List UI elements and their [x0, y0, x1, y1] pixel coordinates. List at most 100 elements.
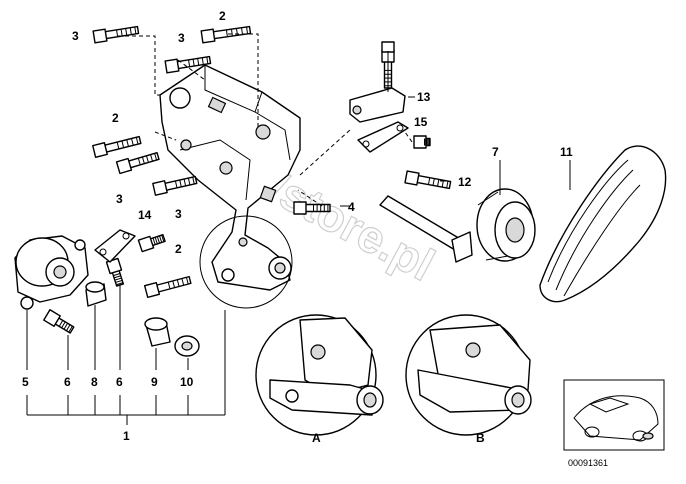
callout-2: 2 [175, 242, 182, 256]
callout-14: 14 [138, 208, 152, 222]
bolt-thread [179, 179, 182, 187]
bolt-head [293, 201, 307, 215]
bolt-thread [152, 237, 156, 245]
bolt-thread [68, 325, 73, 333]
sleeve-part-8 [85, 281, 107, 307]
bolt-thread [176, 279, 180, 287]
bolt-thread [116, 141, 120, 150]
callout-7: 7 [492, 145, 499, 159]
bolt-thread [187, 177, 191, 186]
callout-1: 1 [123, 429, 130, 443]
callout-8: 8 [91, 375, 98, 389]
bolt-head [404, 170, 420, 186]
bolt-thread [241, 27, 244, 35]
bolt-thread [126, 139, 129, 147]
bolt-thread [137, 158, 141, 165]
bolt-head [43, 309, 61, 327]
bolt-thread [206, 56, 209, 64]
bolt-thread [120, 29, 123, 37]
bolt-head [115, 157, 133, 175]
vehicle-thumbnail [563, 379, 665, 451]
idler-pulley-part-7 [379, 188, 536, 263]
bolt-thread [113, 275, 121, 279]
bolt-head [137, 235, 155, 253]
callout-2: 2 [112, 111, 119, 125]
bolt-thread [113, 273, 121, 277]
bolt-thread [246, 26, 249, 34]
bolt-thread [437, 179, 440, 187]
washer-part-10 [174, 335, 200, 357]
bolt-head [92, 142, 108, 158]
callout-3: 3 [72, 29, 79, 43]
bolt-thread [432, 178, 435, 186]
callout-3: 3 [116, 192, 123, 206]
tensioner-part-5 [14, 235, 89, 310]
clamp-part-13 [349, 41, 406, 123]
bolt-thread [185, 277, 189, 285]
callout-13: 13 [417, 90, 431, 104]
bolt-thread [125, 28, 128, 36]
bolt-thread [131, 138, 134, 146]
detail-circle-main [199, 215, 293, 309]
bolt-thread [63, 323, 69, 330]
detail-label-a: A [312, 431, 321, 445]
callout-6: 6 [64, 375, 71, 389]
bolt-thread [145, 155, 149, 163]
detail-label-b: B [476, 431, 485, 445]
callout-15: 15 [414, 115, 428, 129]
callout-6: 6 [116, 375, 123, 389]
bolt-thread [61, 321, 66, 329]
bolt-thread [115, 279, 123, 283]
bolt-thread [201, 57, 204, 65]
bolt-thread [197, 58, 200, 66]
callout-3: 3 [175, 207, 182, 221]
bolt-head [200, 28, 216, 44]
bolt-thread [154, 153, 158, 161]
callout-9: 9 [151, 375, 158, 389]
bolt-thread [183, 178, 187, 187]
bolt-thread [172, 280, 176, 288]
callout-11: 11 [560, 145, 573, 159]
bolt-thread [174, 180, 178, 188]
callout-12: 12 [458, 175, 472, 189]
callout-4: 4 [348, 200, 355, 214]
bolt-thread [181, 278, 185, 286]
bolt-thread [121, 140, 125, 148]
bolt-head [143, 281, 161, 299]
mounting-bracket [159, 64, 301, 291]
callout-5: 5 [22, 375, 29, 389]
bolt-thread [427, 177, 431, 185]
bolt-thread [141, 156, 145, 164]
bolt-head [164, 58, 180, 74]
bolt-thread [192, 59, 195, 67]
bolt-thread [134, 26, 137, 34]
callout-3: 3 [178, 31, 185, 45]
callout-2: 2 [219, 9, 226, 23]
bolt-thread [116, 282, 124, 286]
bolt-thread [230, 29, 233, 37]
bolt-thread [156, 236, 161, 244]
leader-lines [26, 33, 571, 425]
link-plate [357, 121, 409, 153]
bolt-thread [192, 177, 195, 185]
callout-10: 10 [180, 375, 194, 389]
bolt-thread [114, 277, 122, 281]
bolt-thread [135, 137, 139, 145]
bushing-part-9 [144, 317, 171, 347]
detail-view-b [405, 314, 532, 436]
bolt-thread [116, 29, 119, 37]
bolt-thread [154, 237, 158, 245]
bolt-thread [167, 281, 171, 290]
bolt-head [152, 180, 168, 196]
bolt-thread [129, 27, 132, 35]
bolt-thread [225, 29, 228, 37]
bolt-thread [150, 154, 154, 162]
bolt-thread [161, 234, 165, 242]
drive-belt-part-11 [539, 145, 667, 303]
bolt-thread [158, 235, 163, 243]
reference-number: 00091361 [568, 458, 608, 468]
bolt-thread [58, 320, 64, 327]
bolt-thread [188, 59, 191, 67]
bolt-head [92, 28, 108, 44]
bolt-thread [446, 180, 449, 189]
